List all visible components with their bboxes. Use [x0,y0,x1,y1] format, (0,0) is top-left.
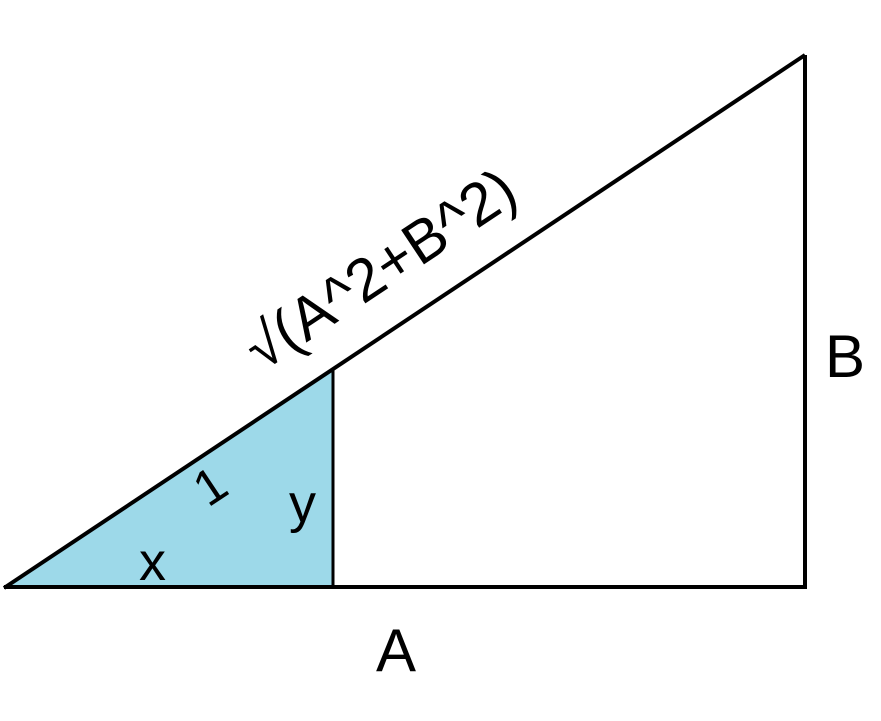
label-x: x [139,532,166,592]
label-y: y [289,474,316,534]
label-b: B [825,323,865,390]
hypotenuse-line [2,53,807,590]
label-a: A [376,617,416,684]
